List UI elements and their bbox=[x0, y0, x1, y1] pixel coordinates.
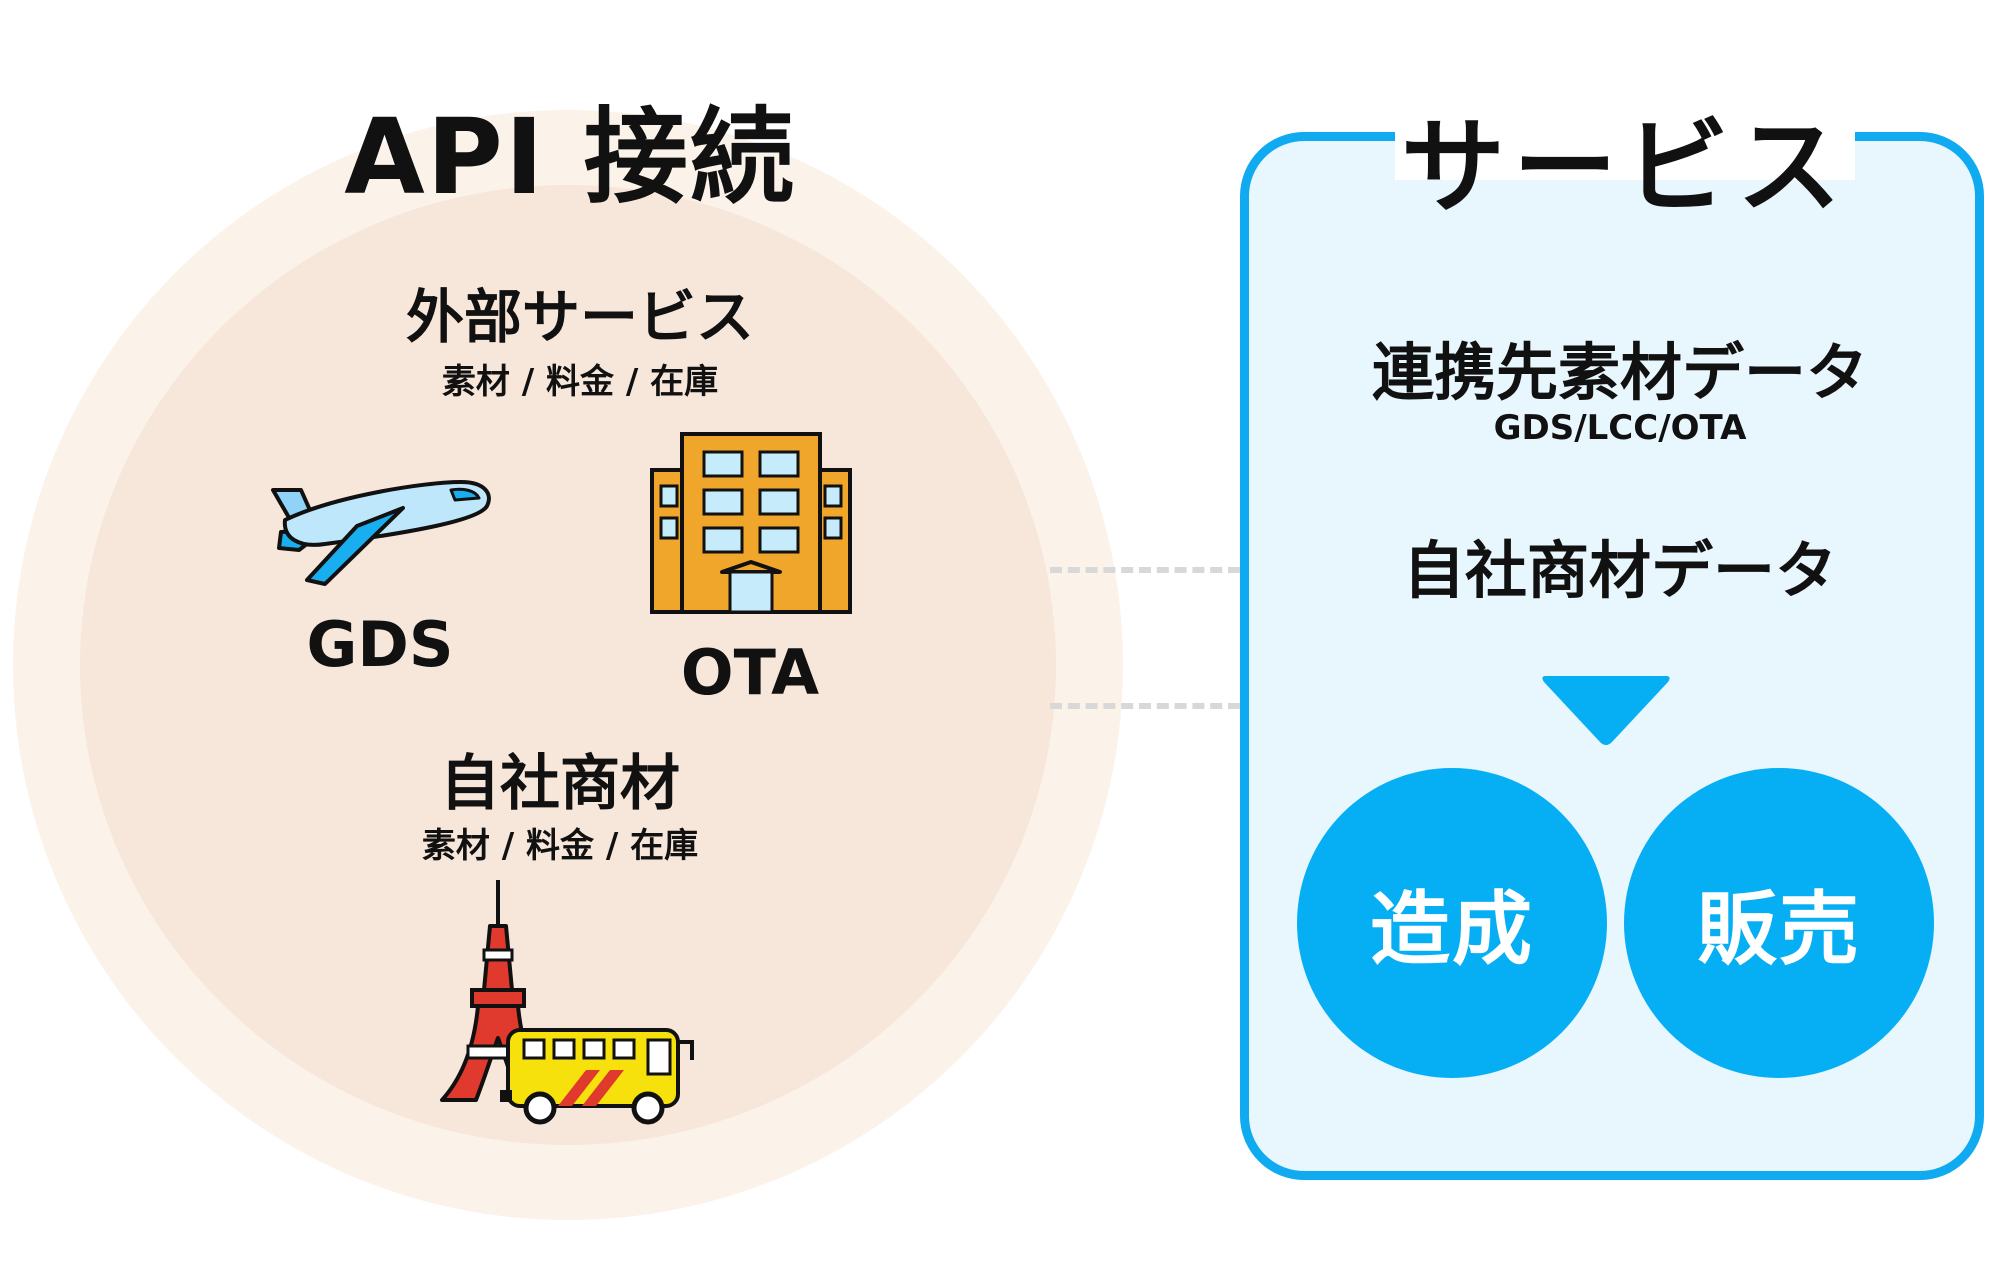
bus-icon bbox=[500, 1028, 694, 1125]
external-services-subtitle: 素材 / 料金 / 在庫 bbox=[441, 362, 719, 402]
service-title-backdrop bbox=[1395, 100, 1855, 180]
service-title: サービス bbox=[1400, 106, 1849, 228]
down-triangle-icon bbox=[1542, 676, 1670, 745]
sell-circle: 販売 bbox=[1624, 768, 1934, 1078]
sell-label: 販売 bbox=[1697, 883, 1861, 976]
gds-label: GDS bbox=[306, 608, 454, 681]
own-products-subtitle: 素材 / 料金 / 在庫 bbox=[421, 826, 699, 866]
ota-label: OTA bbox=[680, 636, 820, 709]
api-connection-title: API 接続 bbox=[344, 96, 796, 218]
external-services-title: 外部サービス bbox=[405, 283, 754, 351]
api-inner-circle bbox=[80, 185, 1056, 1145]
hotel-building-icon bbox=[650, 432, 852, 614]
own-products-title: 自社商材 bbox=[440, 749, 680, 819]
dashed-connector bbox=[1050, 703, 1240, 709]
build-circle: 造成 bbox=[1297, 768, 1607, 1078]
build-label: 造成 bbox=[1370, 883, 1534, 976]
dashed-connector bbox=[1050, 567, 1240, 573]
airplane-icon bbox=[271, 480, 491, 586]
partner-data-subtitle: GDS/LCC/OTA bbox=[1493, 408, 1747, 448]
own-data-title: 自社商材データ bbox=[1402, 534, 1837, 607]
partner-data-title: 連携先素材データ bbox=[1371, 336, 1868, 409]
